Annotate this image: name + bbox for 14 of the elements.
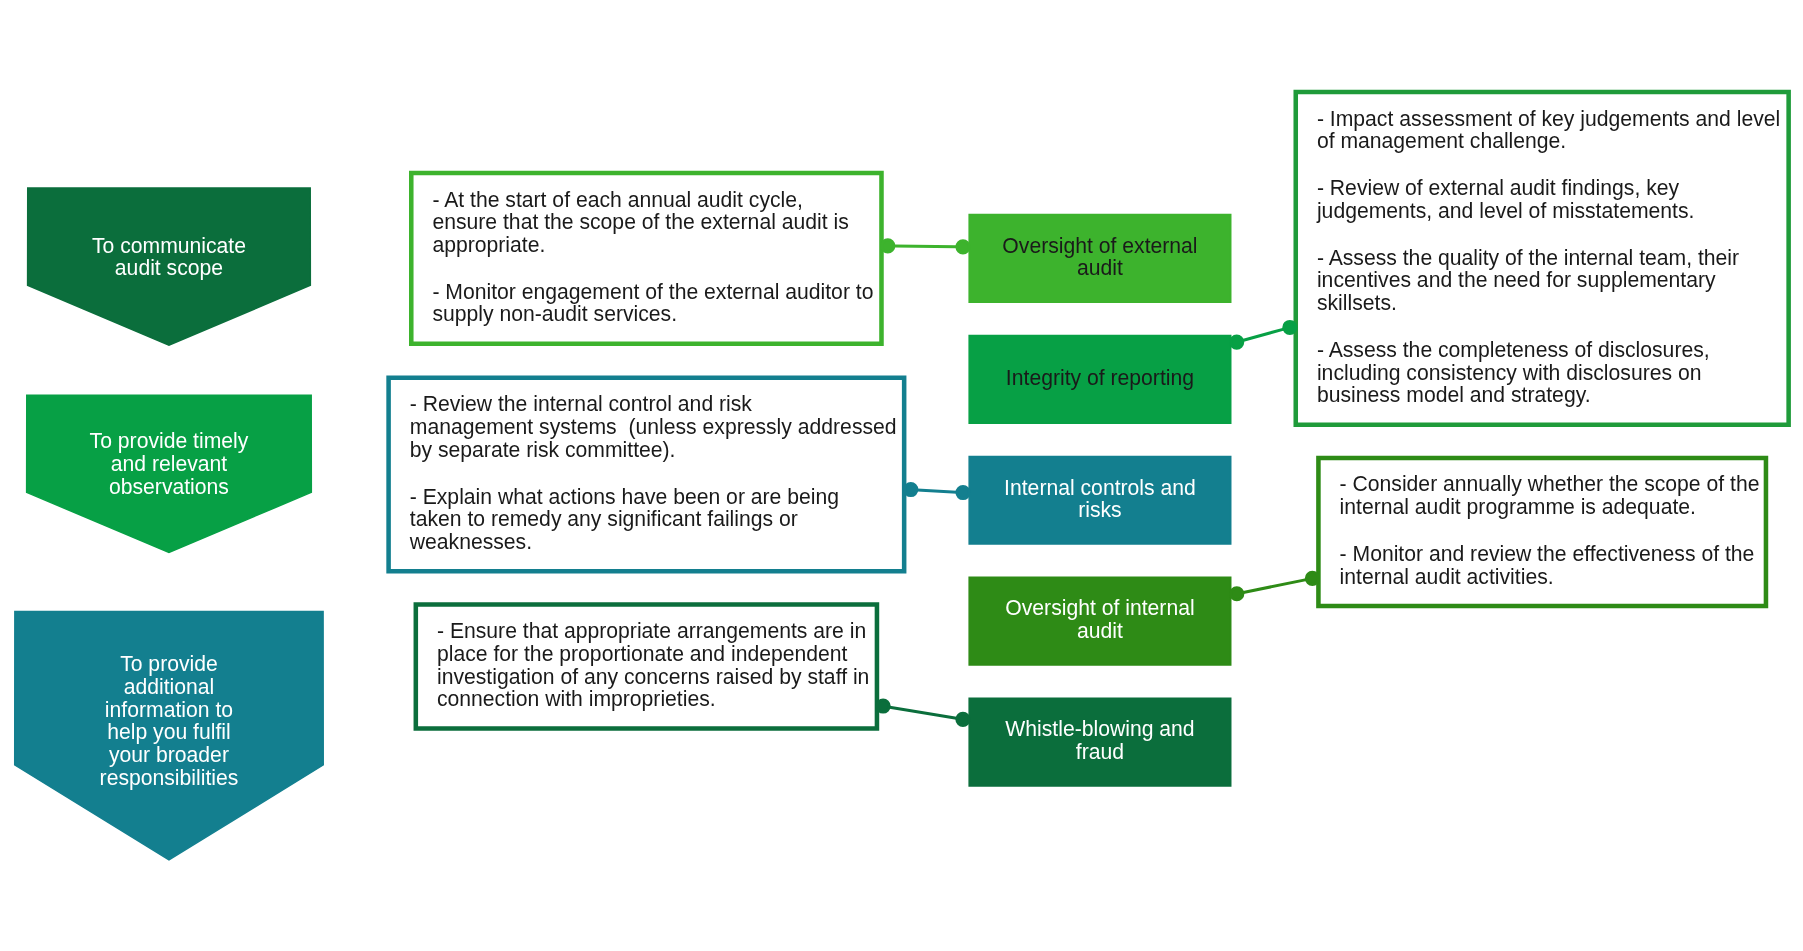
node-box: - Consider annually whether the scope of the internal audit programme is adequate. - Monitor and review the effectiveness of the internal audit activities. [1316,455,1769,608]
node-box: Internal controls and risks [968,455,1232,545]
node-box: Whistle-blowing and fraud [968,697,1232,787]
connector [880,237,971,254]
connector [903,481,971,500]
node-box: - Review the internal control and risk management systems (unless expressly addressed by separate risk committee). - Explain what actions have been or are being taken to remedy any significant failings or weaknesses. [386,375,907,574]
node-box: - Ensure that appropriate arrangements are in place for the proportionate and independent investigation of any concerns raised by staff in connection with improprieties. [413,601,880,731]
node-box: Integrity of reporting [968,334,1232,424]
connector [1229,570,1320,601]
connector [1229,319,1298,350]
node-box: Oversight of external audit [968,213,1232,303]
node-box: - Impact assessment of key judgements and level of management challenge. - Review of external audit findings, key judgements, and level of misstatements. - Assess the quality of the internal team, their incentives and the need for supplementary skillsets. - Assess the completeness of disclosures, including consistency with disclosures on business model and strategy. [1293,89,1791,427]
node-box: Oversight of internal audit [968,576,1232,666]
node-box: - At the start of each annual audit cycle, ensure that the scope of the external audit is appropriate. - Monitor engagement of the external auditor to supply non-audit services. [409,170,884,346]
